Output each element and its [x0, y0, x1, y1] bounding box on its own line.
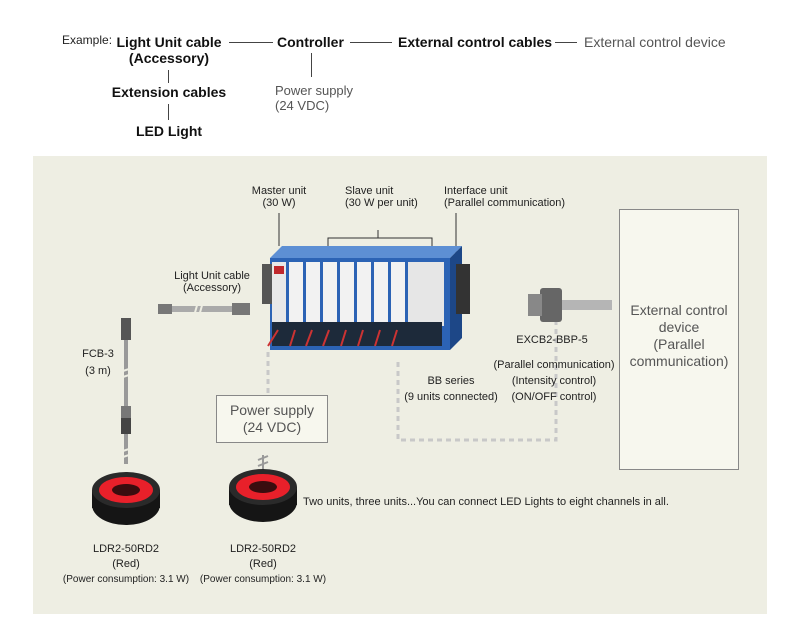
- connector-line: [168, 104, 169, 120]
- led-light-icon-2: [229, 469, 297, 522]
- extension-cables-heading: Extension cables: [111, 84, 227, 100]
- connector-line: [229, 42, 273, 43]
- connection-note: Two units, three units...You can connect…: [303, 496, 669, 508]
- light-unit-cable-heading: Light Unit cable (Accessory): [116, 34, 222, 66]
- light-unit-cable-icon: [158, 301, 250, 317]
- excb-label: EXCB2-BBP-5: [516, 334, 588, 346]
- controller-heading: Controller: [277, 34, 344, 50]
- interface-unit-label: Interface unit (Parallel communication): [444, 185, 566, 209]
- led-light-1-label: LDR2-50RD2 (Red) (Power consumption: 3.1…: [62, 543, 190, 585]
- light-unit-cable-label: Light Unit cable (Accessory): [174, 270, 250, 294]
- external-control-cable-icon: [528, 288, 612, 322]
- slave-bracket: [327, 230, 433, 246]
- extension-cable-icon: [119, 318, 133, 464]
- led-light-heading: LED Light: [135, 123, 203, 139]
- connector-line: [555, 42, 577, 43]
- external-control-device-box: External control device (Parallel commun…: [619, 209, 739, 470]
- connector-line: [311, 53, 312, 77]
- led-light-2-label: LDR2-50RD2 (Red) (Power consumption: 3.1…: [199, 543, 327, 585]
- external-control-device-heading: External control device: [584, 34, 726, 50]
- led-light-icon-1: [92, 472, 160, 525]
- power-supply-box: Power supply (24 VDC): [216, 395, 328, 443]
- connector-line: [350, 42, 392, 43]
- power-supply-heading: Power supply (24 VDC): [275, 83, 354, 113]
- control-dashed-line: [396, 318, 558, 442]
- connector-line: [168, 70, 169, 83]
- controller-unit-icon: [262, 246, 470, 350]
- master-unit-label: Master unit (30 W): [251, 185, 307, 209]
- slave-unit-label: Slave unit (30 W per unit): [345, 185, 418, 209]
- bb-series-label: BB series (9 units connected): [404, 375, 498, 403]
- external-control-cables-heading: External control cables: [398, 34, 553, 50]
- fcb-label: FCB-3 (3 m): [82, 348, 114, 377]
- excb-description: (Parallel communication) (Intensity cont…: [493, 359, 615, 403]
- example-label: Example:: [62, 33, 113, 47]
